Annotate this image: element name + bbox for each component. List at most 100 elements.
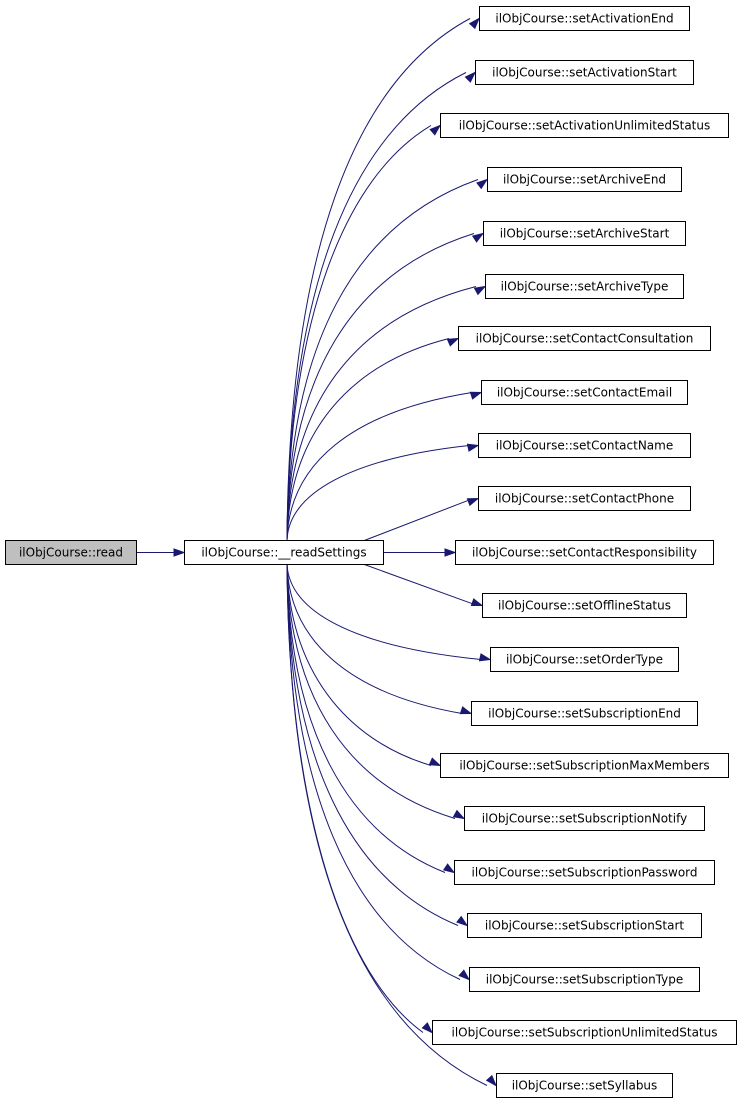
node-t7-label: ilObjCourse::setContactEmail [497,386,672,400]
node-t18-label: ilObjCourse::setSubscriptionType [486,973,684,987]
edge-to-t16 [286,563,446,873]
arrowhead-t17 [456,915,469,927]
node-t0[interactable]: ilObjCourse::setActivationEnd [479,6,690,31]
node-t8[interactable]: ilObjCourse::setContactName [478,433,691,458]
node-t14-box [440,753,729,778]
node-t8-label: ilObjCourse::setContactName [496,439,673,453]
arrowhead-t12 [478,653,492,662]
node-t18[interactable]: ilObjCourse::setSubscriptionType [469,967,700,992]
node-t1[interactable]: ilObjCourse::setActivationStart [475,60,694,85]
edge-to-t12 [286,563,482,660]
node-readsettings[interactable]: ilObjCourse::__readSettings [184,540,384,565]
node-t11-box [482,593,687,618]
node-t10[interactable]: ilObjCourse::setContactResponsibility [455,540,714,565]
arrowhead-t20 [485,1074,498,1087]
node-t17-label: ilObjCourse::setSubscriptionStart [485,919,685,933]
node-t3-box [487,167,682,192]
arrowhead-t18 [458,969,471,981]
node-t3[interactable]: ilObjCourse::setArchiveEnd [487,167,682,192]
node-t9-label: ilObjCourse::setContactPhone [495,492,674,506]
node-readsettings-box [184,540,384,565]
edge-to-t4 [286,233,475,541]
node-t14[interactable]: ilObjCourse::setSubscriptionMaxMembers [440,753,729,778]
edge-to-t17 [286,563,459,926]
arrowhead-t5 [473,285,487,296]
edge-to-t3 [286,179,479,541]
node-t19-box [432,1020,737,1045]
arrowhead-t6 [446,337,460,347]
edge-to-t11 [362,563,475,605]
edge-to-t15 [286,563,456,819]
node-t4-label: ilObjCourse::setArchiveStart [500,227,670,241]
arrowhead-t0 [468,17,481,30]
edge-to-t8 [286,445,470,541]
arrowhead-t16 [442,863,456,874]
arrowhead-t15 [452,809,466,820]
edge-to-t0 [286,18,471,541]
node-read-label: ilObjCourse::read [19,546,123,560]
node-t16[interactable]: ilObjCourse::setSubscriptionPassword [454,860,715,885]
node-t13-label: ilObjCourse::setSubscriptionEnd [488,707,681,721]
node-t6[interactable]: ilObjCourse::setContactConsultation [458,326,711,351]
node-t16-label: ilObjCourse::setSubscriptionPassword [472,866,698,880]
node-t20-box [496,1073,673,1098]
node-t4-box [483,221,686,246]
node-t19[interactable]: ilObjCourse::setSubscriptionUnlimitedSta… [432,1020,737,1045]
node-readsettings-label: ilObjCourse::__readSettings [201,546,366,560]
call-nodes: ilObjCourse::read ilObjCourse::__readSett… [5,6,737,1098]
node-t0-label: ilObjCourse::setActivationEnd [495,12,673,26]
node-t11-label: ilObjCourse::setOfflineStatus [498,599,671,613]
node-t19-label: ilObjCourse::setSubscriptionUnlimitedSta… [452,1026,718,1040]
node-t10-label: ilObjCourse::setContactResponsibility [472,546,697,560]
node-t6-box [458,326,711,351]
call-edges [137,17,498,1087]
node-t12-label: ilObjCourse::setOrderType [506,653,663,667]
node-t2-box [440,113,729,138]
node-t1-box [475,60,694,85]
arrowhead-t11 [470,598,484,607]
node-t16-box [454,860,715,885]
edge-to-t6 [286,338,450,541]
edge-to-t20 [286,563,488,1086]
node-read[interactable]: ilObjCourse::read [5,540,137,565]
node-t2-label: ilObjCourse::setActivationUnlimitedStatu… [459,119,710,133]
arrowhead-t9 [466,497,480,507]
arrowhead-readsettings [173,548,186,557]
node-t12-box [490,647,679,672]
arrowhead-t4 [471,232,485,243]
edge-to-t1 [286,72,467,541]
node-t6-label: ilObjCourse::setContactConsultation [476,332,694,346]
arrowhead-t1 [464,71,477,83]
arrowhead-t10 [444,548,457,557]
node-t9[interactable]: ilObjCourse::setContactPhone [478,486,691,511]
node-t15[interactable]: ilObjCourse::setSubscriptionNotify [464,806,705,831]
edge-to-t5 [286,286,477,541]
node-t1-label: ilObjCourse::setActivationStart [492,66,677,80]
edge-to-t2 [286,125,432,541]
node-t12[interactable]: ilObjCourse::setOrderType [490,647,679,672]
node-t9-box [478,486,691,511]
node-t7[interactable]: ilObjCourse::setContactEmail [481,380,688,405]
node-t14-label: ilObjCourse::setSubscriptionMaxMembers [459,759,709,773]
node-t5-box [485,274,684,299]
node-t3-label: ilObjCourse::setArchiveEnd [503,173,666,187]
node-t11[interactable]: ilObjCourse::setOfflineStatus [482,593,687,618]
node-t7-box [481,380,688,405]
node-t2[interactable]: ilObjCourse::setActivationUnlimitedStatu… [440,113,729,138]
arrowhead-t2 [429,124,442,136]
arrowhead-t14 [428,757,442,767]
node-t15-box [464,806,705,831]
node-t17[interactable]: ilObjCourse::setSubscriptionStart [467,913,702,938]
node-t13[interactable]: ilObjCourse::setSubscriptionEnd [471,701,698,726]
edge-to-t9 [362,499,471,542]
node-t5[interactable]: ilObjCourse::setArchiveType [485,274,684,299]
node-t0-box [479,6,690,31]
arrowhead-t3 [476,178,489,190]
arrowhead-t13 [459,706,473,715]
node-t4[interactable]: ilObjCourse::setArchiveStart [483,221,686,246]
edge-to-t14 [286,563,432,766]
node-t20[interactable]: ilObjCourse::setSyllabus [496,1073,673,1098]
edge-to-t13 [286,563,463,714]
node-t8-box [478,433,691,458]
